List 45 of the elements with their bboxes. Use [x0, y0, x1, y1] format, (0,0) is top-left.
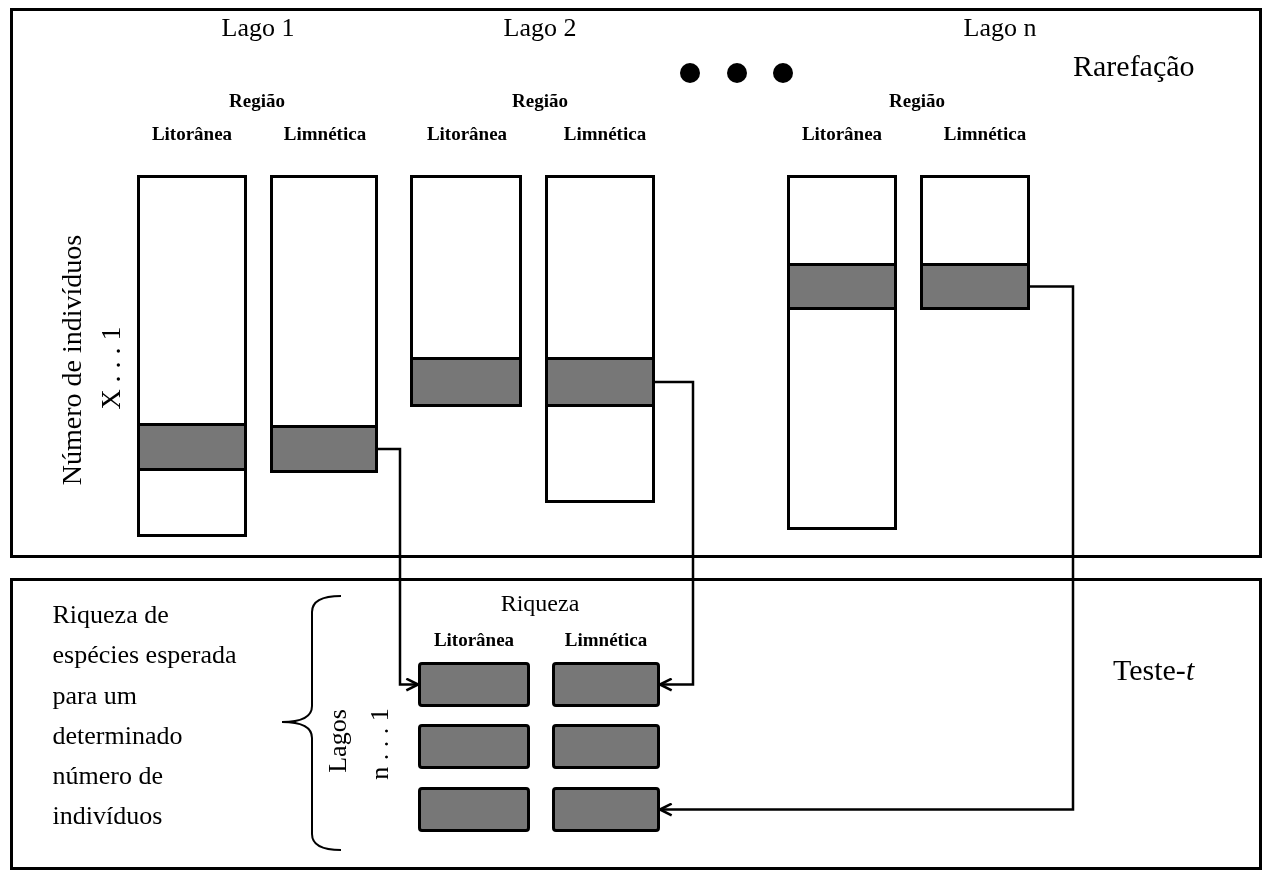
- highlight-band: [552, 787, 660, 832]
- region-heading: Região: [512, 90, 568, 112]
- panel-title: Teste-t: [1113, 653, 1195, 687]
- column-label: Litorânea: [151, 123, 233, 145]
- arrow: [658, 285, 1075, 817]
- highlight-band: [552, 662, 660, 707]
- column-label: Limnética: [563, 123, 647, 145]
- column-label: Limnética: [943, 123, 1027, 145]
- lake-heading: Lago 1: [221, 13, 295, 43]
- arrow: [655, 380, 695, 692]
- highlight-band: [787, 263, 897, 310]
- region-heading: Região: [229, 90, 285, 112]
- arrow: [378, 447, 420, 692]
- column-label: Limnética: [564, 629, 648, 651]
- axis-range: n . . . 1: [365, 708, 395, 780]
- panel: [10, 8, 1262, 558]
- lake-heading: Lago n: [963, 13, 1037, 43]
- highlight-band: [552, 724, 660, 769]
- axis-range: X . . . 1: [94, 326, 127, 410]
- lake-heading: Lago 2: [503, 13, 577, 43]
- highlight-band: [920, 263, 1030, 310]
- axis-label: Número de indivíduos: [55, 234, 88, 486]
- axis-label: Lagos: [323, 709, 353, 773]
- highlight-band: [410, 357, 522, 407]
- panel-title: Rarefação: [1073, 49, 1195, 83]
- column-label: Litorânea: [801, 123, 883, 145]
- highlight-band: [418, 662, 530, 707]
- sample-bar: [920, 175, 1030, 310]
- panel: [10, 578, 1262, 870]
- sample-bar: [137, 175, 247, 537]
- description-text: Riqueza de espécies esperada para um determinado número de indivíduos: [52, 599, 238, 833]
- sample-bar: [545, 175, 655, 503]
- highlight-band: [418, 787, 530, 832]
- highlight-band: [418, 724, 530, 769]
- column-label: Litorânea: [433, 629, 515, 651]
- highlight-band: [545, 357, 655, 407]
- region-heading: Região: [889, 90, 945, 112]
- sample-bar: [787, 175, 897, 530]
- column-label: Limnética: [283, 123, 367, 145]
- sample-bar: [270, 175, 378, 473]
- highlight-band: [270, 425, 378, 473]
- highlight-band: [137, 423, 247, 471]
- column-label: Litorânea: [426, 123, 508, 145]
- column-heading: Riqueza: [500, 590, 580, 618]
- sample-bar: [410, 175, 522, 407]
